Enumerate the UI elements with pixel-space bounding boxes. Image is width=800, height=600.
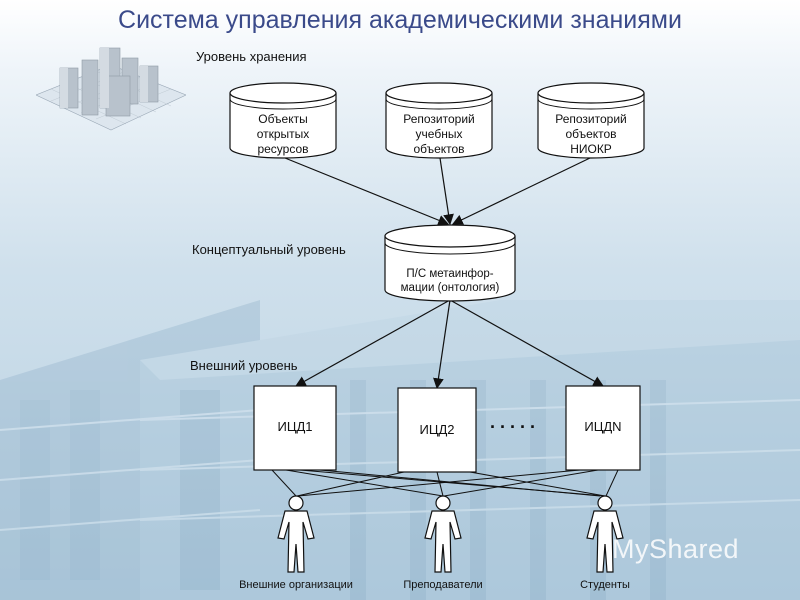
person-icon-2 (424, 495, 462, 573)
person-label-2: Преподаватели (403, 579, 482, 591)
level-label-external: Внешний уровень (190, 358, 298, 373)
icd-box-2-label: ИЦД2 (420, 422, 455, 437)
cylinder-3-line-1: Репозиторий (555, 112, 627, 126)
cylinder-2-line-1: Репозиторий (403, 112, 475, 126)
blocks-icon (36, 47, 186, 131)
arrow-storage-2-to-meta (439, 157, 454, 226)
arrow-storage-3-to-meta (452, 157, 591, 225)
cylinder-3-line-3: НИОКР (570, 142, 612, 156)
page-title: Система управления академическими знания… (118, 6, 682, 34)
person-label-1: Внешние организации (239, 579, 353, 591)
cylinder-1-line-3: ресурсов (257, 142, 308, 156)
svg-text:П/С метаинфор-мации (онтология: П/С метаинфор-мации (онтология) (401, 268, 500, 294)
cylinder-2-line-3: объектов (413, 142, 464, 156)
meta-cylinder: П/С метаинфор-мации (онтология) (384, 224, 516, 302)
arrow-storage-1-to-meta (284, 157, 450, 226)
person-icon-1 (277, 495, 315, 573)
icd-box-2: ИЦД2 (397, 387, 477, 473)
arrow-meta-to-box-3 (449, 299, 604, 387)
meta-cylinder-line-2: мации (онтология) (401, 282, 500, 294)
arrow-meta-to-box-1 (295, 299, 451, 387)
icd-box-3: ИЦДN (565, 385, 641, 471)
ellipsis: . . . . . (490, 412, 535, 432)
level-label-conceptual: Концептуальный уровень (192, 242, 346, 257)
cylinder-1-line-2: открытых (257, 127, 310, 141)
icd-box-1-label: ИЦД1 (278, 419, 313, 434)
box-to-people-lines (271, 469, 619, 497)
icd-box-1: ИЦД1 (253, 385, 337, 471)
icd-box-3-label: ИЦДN (584, 419, 621, 434)
cylinder-3-line-2: объектов (565, 127, 616, 141)
watermark-text: MyShared (612, 534, 740, 564)
person-label-3: Студенты (580, 579, 630, 591)
arrow-meta-to-box-2 (433, 299, 451, 390)
meta-cylinder-line-1: П/С метаинфор- (406, 268, 493, 280)
watermark: MyShared (612, 534, 739, 565)
level-label-storage: Уровень хранения (196, 49, 307, 64)
cylinder-2-line-2: учебных (416, 127, 463, 141)
cylinder-1-line-1: Объекты (258, 112, 308, 126)
person-icon-3 (586, 495, 624, 573)
